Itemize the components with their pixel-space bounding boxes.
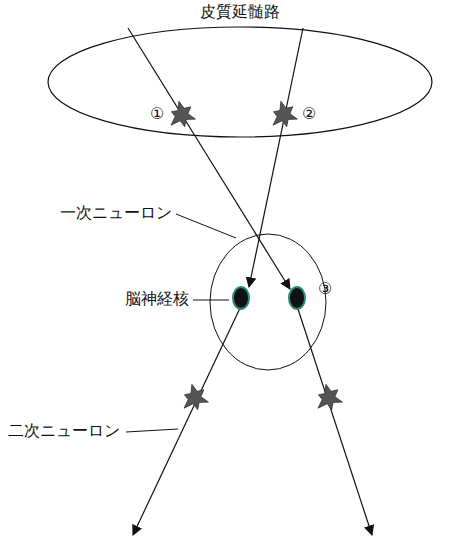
leader-line bbox=[193, 300, 229, 301]
tract-title: 皮質延髄路 bbox=[47, 0, 433, 21]
nerve-fibre bbox=[249, 28, 303, 287]
nerve-fibre bbox=[133, 306, 241, 535]
callout-number: ② bbox=[302, 104, 316, 123]
nerve-fibre bbox=[297, 306, 372, 535]
cranial-nerve-nucleus bbox=[289, 287, 305, 309]
cranial-nerve-nucleus bbox=[233, 287, 249, 309]
callout-number: ① bbox=[150, 104, 164, 123]
neuron-label: 一次ニューロン bbox=[60, 203, 172, 222]
neuron-cell-body bbox=[171, 101, 195, 126]
tract-ellipse bbox=[47, 0, 433, 142]
leader-line bbox=[176, 214, 236, 238]
neuron-cell-body bbox=[184, 384, 208, 409]
leader-line bbox=[126, 429, 178, 432]
nucleus-label: 脳神経核 bbox=[125, 289, 189, 308]
nerve-fibre bbox=[128, 28, 290, 289]
neuron-cell-body bbox=[273, 101, 297, 126]
neuron-cell-body bbox=[318, 384, 342, 409]
neuron-label: 二次ニューロン bbox=[8, 421, 120, 440]
callout-number: ③ bbox=[318, 279, 332, 298]
tract-region: 皮質延髄路 bbox=[47, 0, 433, 142]
